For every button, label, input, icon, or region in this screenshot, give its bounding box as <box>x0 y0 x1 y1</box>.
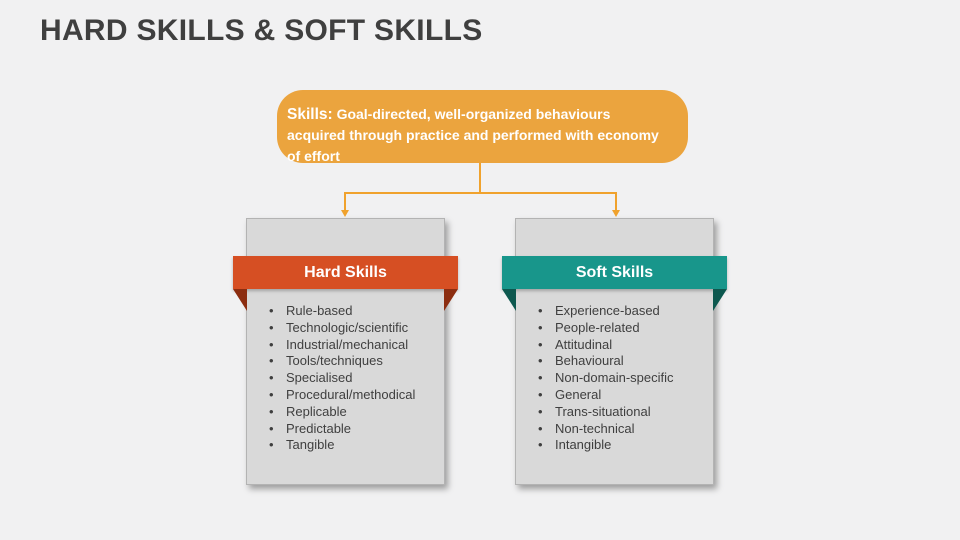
bullet-icon <box>269 337 274 354</box>
list-item: Attitudinal <box>516 337 713 354</box>
bullet-icon <box>538 404 543 421</box>
definition-text: Skills: Goal-directed, well-organized be… <box>287 104 672 167</box>
connector-stem <box>479 163 481 193</box>
ribbon-fold-left <box>233 289 247 311</box>
hard-skills-card: Hard Skills Rule-based Technologic/scien… <box>233 218 458 485</box>
list-item: Technologic/scientific <box>247 320 444 337</box>
list-item: Trans-situational <box>516 404 713 421</box>
list-item: Tangible <box>247 437 444 454</box>
list-item: Non-domain-specific <box>516 370 713 387</box>
list-item: Procedural/methodical <box>247 387 444 404</box>
list-item: Rule-based <box>247 303 444 320</box>
slide-title: HARD SKILLS & SOFT SKILLS <box>40 14 483 47</box>
list-item: Behavioural <box>516 353 713 370</box>
list-item-label: Procedural/methodical <box>286 386 416 402</box>
list-item: General <box>516 387 713 404</box>
bullet-icon <box>269 421 274 438</box>
list-item-label: Specialised <box>286 370 353 386</box>
list-item-label: Experience-based <box>555 303 660 318</box>
list-item-label: Predictable <box>286 420 352 436</box>
arrow-down-icon <box>612 210 620 217</box>
bullet-icon <box>538 421 543 438</box>
bullet-icon <box>538 387 543 404</box>
ribbon-fold-left <box>502 289 516 311</box>
soft-skills-card: Soft Skills Experience-based People-rela… <box>502 218 727 485</box>
list-item-label: People-related <box>555 319 640 335</box>
list-item: Intangible <box>516 437 713 454</box>
list-item-label: Intangible <box>555 437 612 453</box>
list-item-label: Attitudinal <box>555 336 613 352</box>
list-item-label: Non-technical <box>555 420 635 436</box>
soft-skills-list: Experience-based People-related Attitudi… <box>516 303 713 454</box>
bullet-icon <box>269 437 274 454</box>
list-item-label: Non-domain-specific <box>555 370 674 386</box>
definition-lead: Skills: <box>287 106 333 123</box>
bullet-icon <box>538 320 543 337</box>
definition-body: Goal-directed, well-organized behaviours… <box>287 106 659 164</box>
list-item: Specialised <box>247 370 444 387</box>
soft-skills-title: Soft Skills <box>575 263 654 281</box>
bullet-icon <box>269 353 274 370</box>
list-item-label: Behavioural <box>555 353 624 369</box>
list-item-label: General <box>555 386 602 402</box>
list-item-label: Tools/techniques <box>286 353 383 369</box>
list-item: Industrial/mechanical <box>247 337 444 354</box>
connector-drop-left <box>344 192 346 211</box>
bullet-icon <box>538 303 543 320</box>
list-item: Replicable <box>247 404 444 421</box>
definition-box: Skills: Goal-directed, well-organized be… <box>277 90 688 164</box>
list-item-label: Technologic/scientific <box>286 319 409 335</box>
hard-skills-title: Hard Skills <box>304 263 387 281</box>
list-item-label: Tangible <box>286 437 335 453</box>
ribbon-fold-right <box>713 289 727 311</box>
hard-skills-ribbon: Hard Skills <box>233 256 458 289</box>
list-item: Tools/techniques <box>247 353 444 370</box>
bullet-icon <box>269 320 274 337</box>
bullet-icon <box>538 337 543 354</box>
arrow-down-icon <box>341 210 349 217</box>
bullet-icon <box>538 370 543 387</box>
list-item-label: Rule-based <box>286 303 353 318</box>
list-item: Experience-based <box>516 303 713 320</box>
connector-drop-right <box>615 192 617 211</box>
list-item-label: Replicable <box>286 403 347 419</box>
bullet-icon <box>538 353 543 370</box>
soft-skills-ribbon: Soft Skills <box>502 256 727 289</box>
list-item-label: Industrial/mechanical <box>286 336 409 352</box>
list-item: Predictable <box>247 421 444 438</box>
list-item: People-related <box>516 320 713 337</box>
connector-horizontal <box>344 192 617 194</box>
bullet-icon <box>269 303 274 320</box>
list-item: Non-technical <box>516 421 713 438</box>
bullet-icon <box>538 437 543 454</box>
bullet-icon <box>269 387 274 404</box>
ribbon-fold-right <box>444 289 458 311</box>
bullet-icon <box>269 404 274 421</box>
bullet-icon <box>269 370 274 387</box>
list-item-label: Trans-situational <box>555 403 651 419</box>
hard-skills-list: Rule-based Technologic/scientific Indust… <box>247 303 444 454</box>
